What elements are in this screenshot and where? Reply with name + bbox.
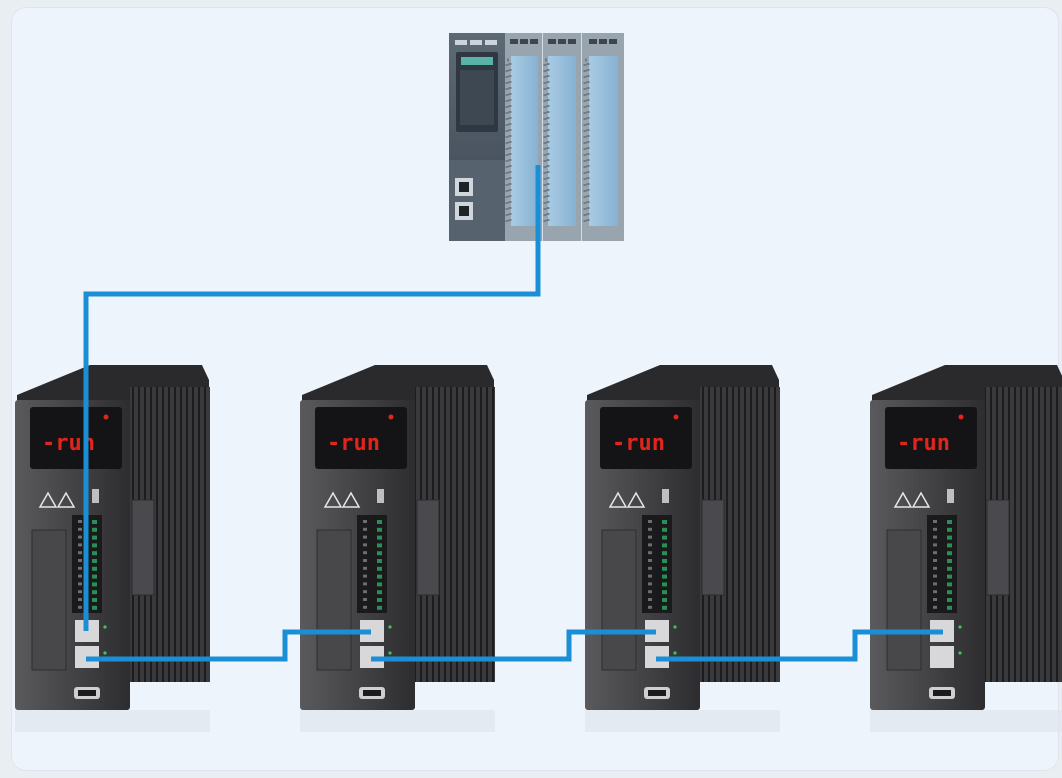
warning-icon [341,491,361,508]
warning-icon [911,491,931,508]
cable-plc-to-drive-1 [83,165,541,631]
ethernet-port-icon [645,620,669,642]
drive-display-text: -run [612,431,665,456]
ethernet-port-icon [360,620,384,642]
plc-controller-icon [449,33,624,241]
servo-drive-1: -run [15,365,210,732]
servo-drive-icon [585,365,780,732]
servo-drive-icon [15,365,210,732]
warning-icon [893,491,913,508]
cable-drive-1-to-drive-2 [86,629,371,662]
warning-icon [323,491,343,508]
cable-drive-3-to-drive-4 [656,629,943,662]
ethernet-port-icon [930,646,954,668]
warning-icon [626,491,646,508]
servo-drive-3: -run [585,365,780,732]
servo-drive-group: -run -run -run -run [15,365,1062,732]
servo-drive-2: -run [300,365,495,732]
network-cables [83,165,943,662]
warning-icon [56,491,76,508]
drive-display-text: -run [327,431,380,456]
plc-controller [449,33,624,241]
cable-drive-2-to-drive-3 [371,629,656,662]
servo-drive-icon [300,365,495,732]
warning-icon [608,491,628,508]
servo-drive-4: -run [870,365,1062,732]
drive-display-text: -run [897,431,950,456]
servo-drive-icon [870,365,1062,732]
warning-icon [38,491,58,508]
